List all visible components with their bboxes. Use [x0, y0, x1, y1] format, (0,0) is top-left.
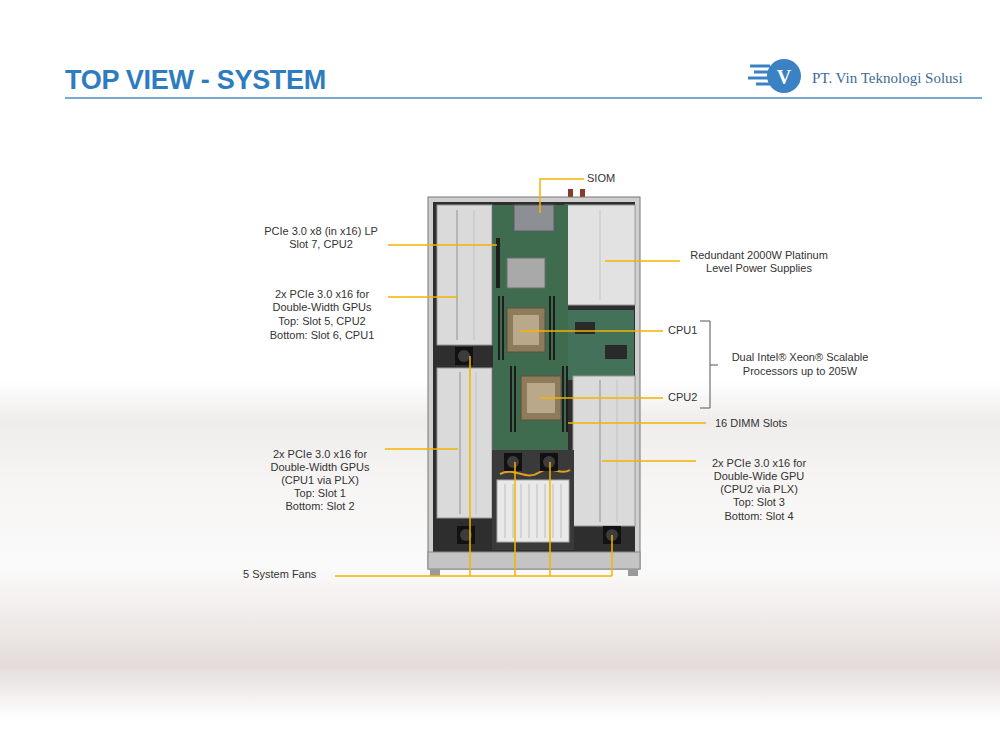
chassis-interior	[433, 202, 635, 552]
chip	[605, 345, 627, 359]
dimm-slots	[499, 296, 567, 432]
callout-text: Slot 7, CPU2	[289, 238, 353, 251]
callout-text: (CPU2 via PLX)	[720, 483, 798, 496]
fan	[540, 453, 558, 471]
cpu-heatsink	[507, 308, 545, 352]
speed-line	[756, 83, 770, 86]
callout-text: Level Power Supplies	[706, 262, 812, 275]
speed-line	[748, 77, 770, 80]
dimm-slot	[514, 366, 516, 432]
power-supply	[565, 205, 635, 305]
callout-text: Bottom: Slot 2	[285, 500, 354, 513]
fan-hub	[507, 456, 519, 468]
callout-text: Double-Width GPUs	[270, 461, 369, 474]
heatsink	[507, 258, 545, 288]
grille-line	[521, 484, 522, 538]
server-chassis	[428, 189, 640, 576]
leader-line	[605, 260, 680, 262]
bay-rib	[599, 380, 601, 522]
callout-text: SIOM	[587, 172, 615, 185]
leader-line	[540, 397, 663, 399]
company-name: PT. Vin Teknologi Solusi	[812, 69, 963, 87]
fan-hub	[543, 456, 555, 468]
grille-line	[553, 484, 554, 538]
callout-text: Top: Slot 1	[294, 487, 346, 500]
callout-text: 16 DIMM Slots	[715, 417, 787, 430]
page-title: TOP VIEW - SYSTEM	[65, 64, 326, 96]
gpu-bay	[437, 205, 492, 345]
fans	[455, 347, 621, 544]
dimm-slot	[562, 366, 564, 432]
motherboard	[493, 205, 568, 460]
callout-text: Redundant 2000W Platinum	[690, 249, 828, 262]
grille-line	[537, 484, 538, 538]
bay-rib	[617, 380, 618, 522]
riser-board	[568, 310, 634, 380]
leader-line	[520, 330, 663, 332]
grille-line	[561, 484, 562, 538]
logo-icon	[748, 59, 801, 93]
grille-line	[529, 484, 530, 538]
speed-line	[750, 65, 770, 68]
leader-line	[385, 448, 458, 450]
callout-text: Top: Slot 3	[733, 496, 785, 509]
callout-text: 2x PCIe 3.0 x16 for	[273, 448, 367, 461]
callout-text: Bottom: Slot 6, CPU1	[270, 329, 375, 342]
leader-line	[388, 296, 458, 298]
handle	[430, 569, 440, 576]
gpu-bay	[437, 368, 492, 518]
logo-letter: V	[777, 65, 791, 89]
leader-line	[540, 179, 584, 213]
front-panel	[428, 552, 640, 569]
fan	[457, 526, 475, 544]
dimm-slot	[566, 366, 568, 432]
siom-card	[514, 205, 554, 231]
chip	[575, 322, 595, 334]
bracket	[700, 321, 718, 408]
callout-text: 5 System Fans	[243, 568, 316, 581]
air-grille	[497, 480, 569, 542]
logo-circle	[767, 59, 801, 93]
callout-text: PCIe 3.0 x8 (in x16) LP	[264, 225, 378, 238]
handle	[628, 569, 638, 576]
dimm-slot	[553, 296, 555, 360]
grille-lines	[505, 484, 561, 538]
callout-text: Double-Wide GPU	[714, 470, 804, 483]
callout-text: 2x PCIe 3.0 x16 for	[275, 288, 369, 301]
grille-line	[513, 484, 514, 538]
bay-rib	[476, 372, 477, 514]
header-rule	[65, 97, 982, 99]
fan	[504, 453, 522, 471]
leader-line	[335, 356, 612, 576]
leader-line	[388, 244, 497, 246]
dimm-slot	[498, 296, 500, 360]
callout-text: (CPU1 via PLX)	[281, 474, 359, 487]
dimm-slot	[549, 296, 551, 360]
bay-rib	[459, 372, 461, 514]
leader-line	[602, 460, 696, 462]
leader-lines	[335, 179, 706, 576]
bay-rib	[456, 210, 458, 340]
fan-hub	[458, 350, 470, 362]
cpu-heatsink-top	[513, 315, 539, 345]
callout-text: Processors up to 205W	[743, 365, 857, 378]
bay-rib	[474, 210, 475, 340]
callout-text: CPU2	[668, 391, 697, 404]
callout-text: CPU1	[668, 324, 697, 337]
dimm-slot	[510, 366, 512, 432]
dimm-slot	[502, 296, 504, 360]
callout-text: Dual Intel® Xeon® Scalable	[732, 351, 869, 364]
grille-line	[545, 484, 546, 538]
callout-text: 2x PCIe 3.0 x16 for	[712, 457, 806, 470]
leader-line	[568, 422, 706, 424]
psu-seam	[600, 210, 601, 300]
chassis-frame	[428, 197, 640, 569]
callout-text: Top: Slot 5, CPU2	[278, 315, 365, 328]
callout-text: Bottom: Slot 4	[724, 510, 793, 523]
callout-text: Double-Width GPUs	[272, 301, 371, 314]
fan-bay	[492, 450, 574, 550]
grille-line	[505, 484, 506, 538]
